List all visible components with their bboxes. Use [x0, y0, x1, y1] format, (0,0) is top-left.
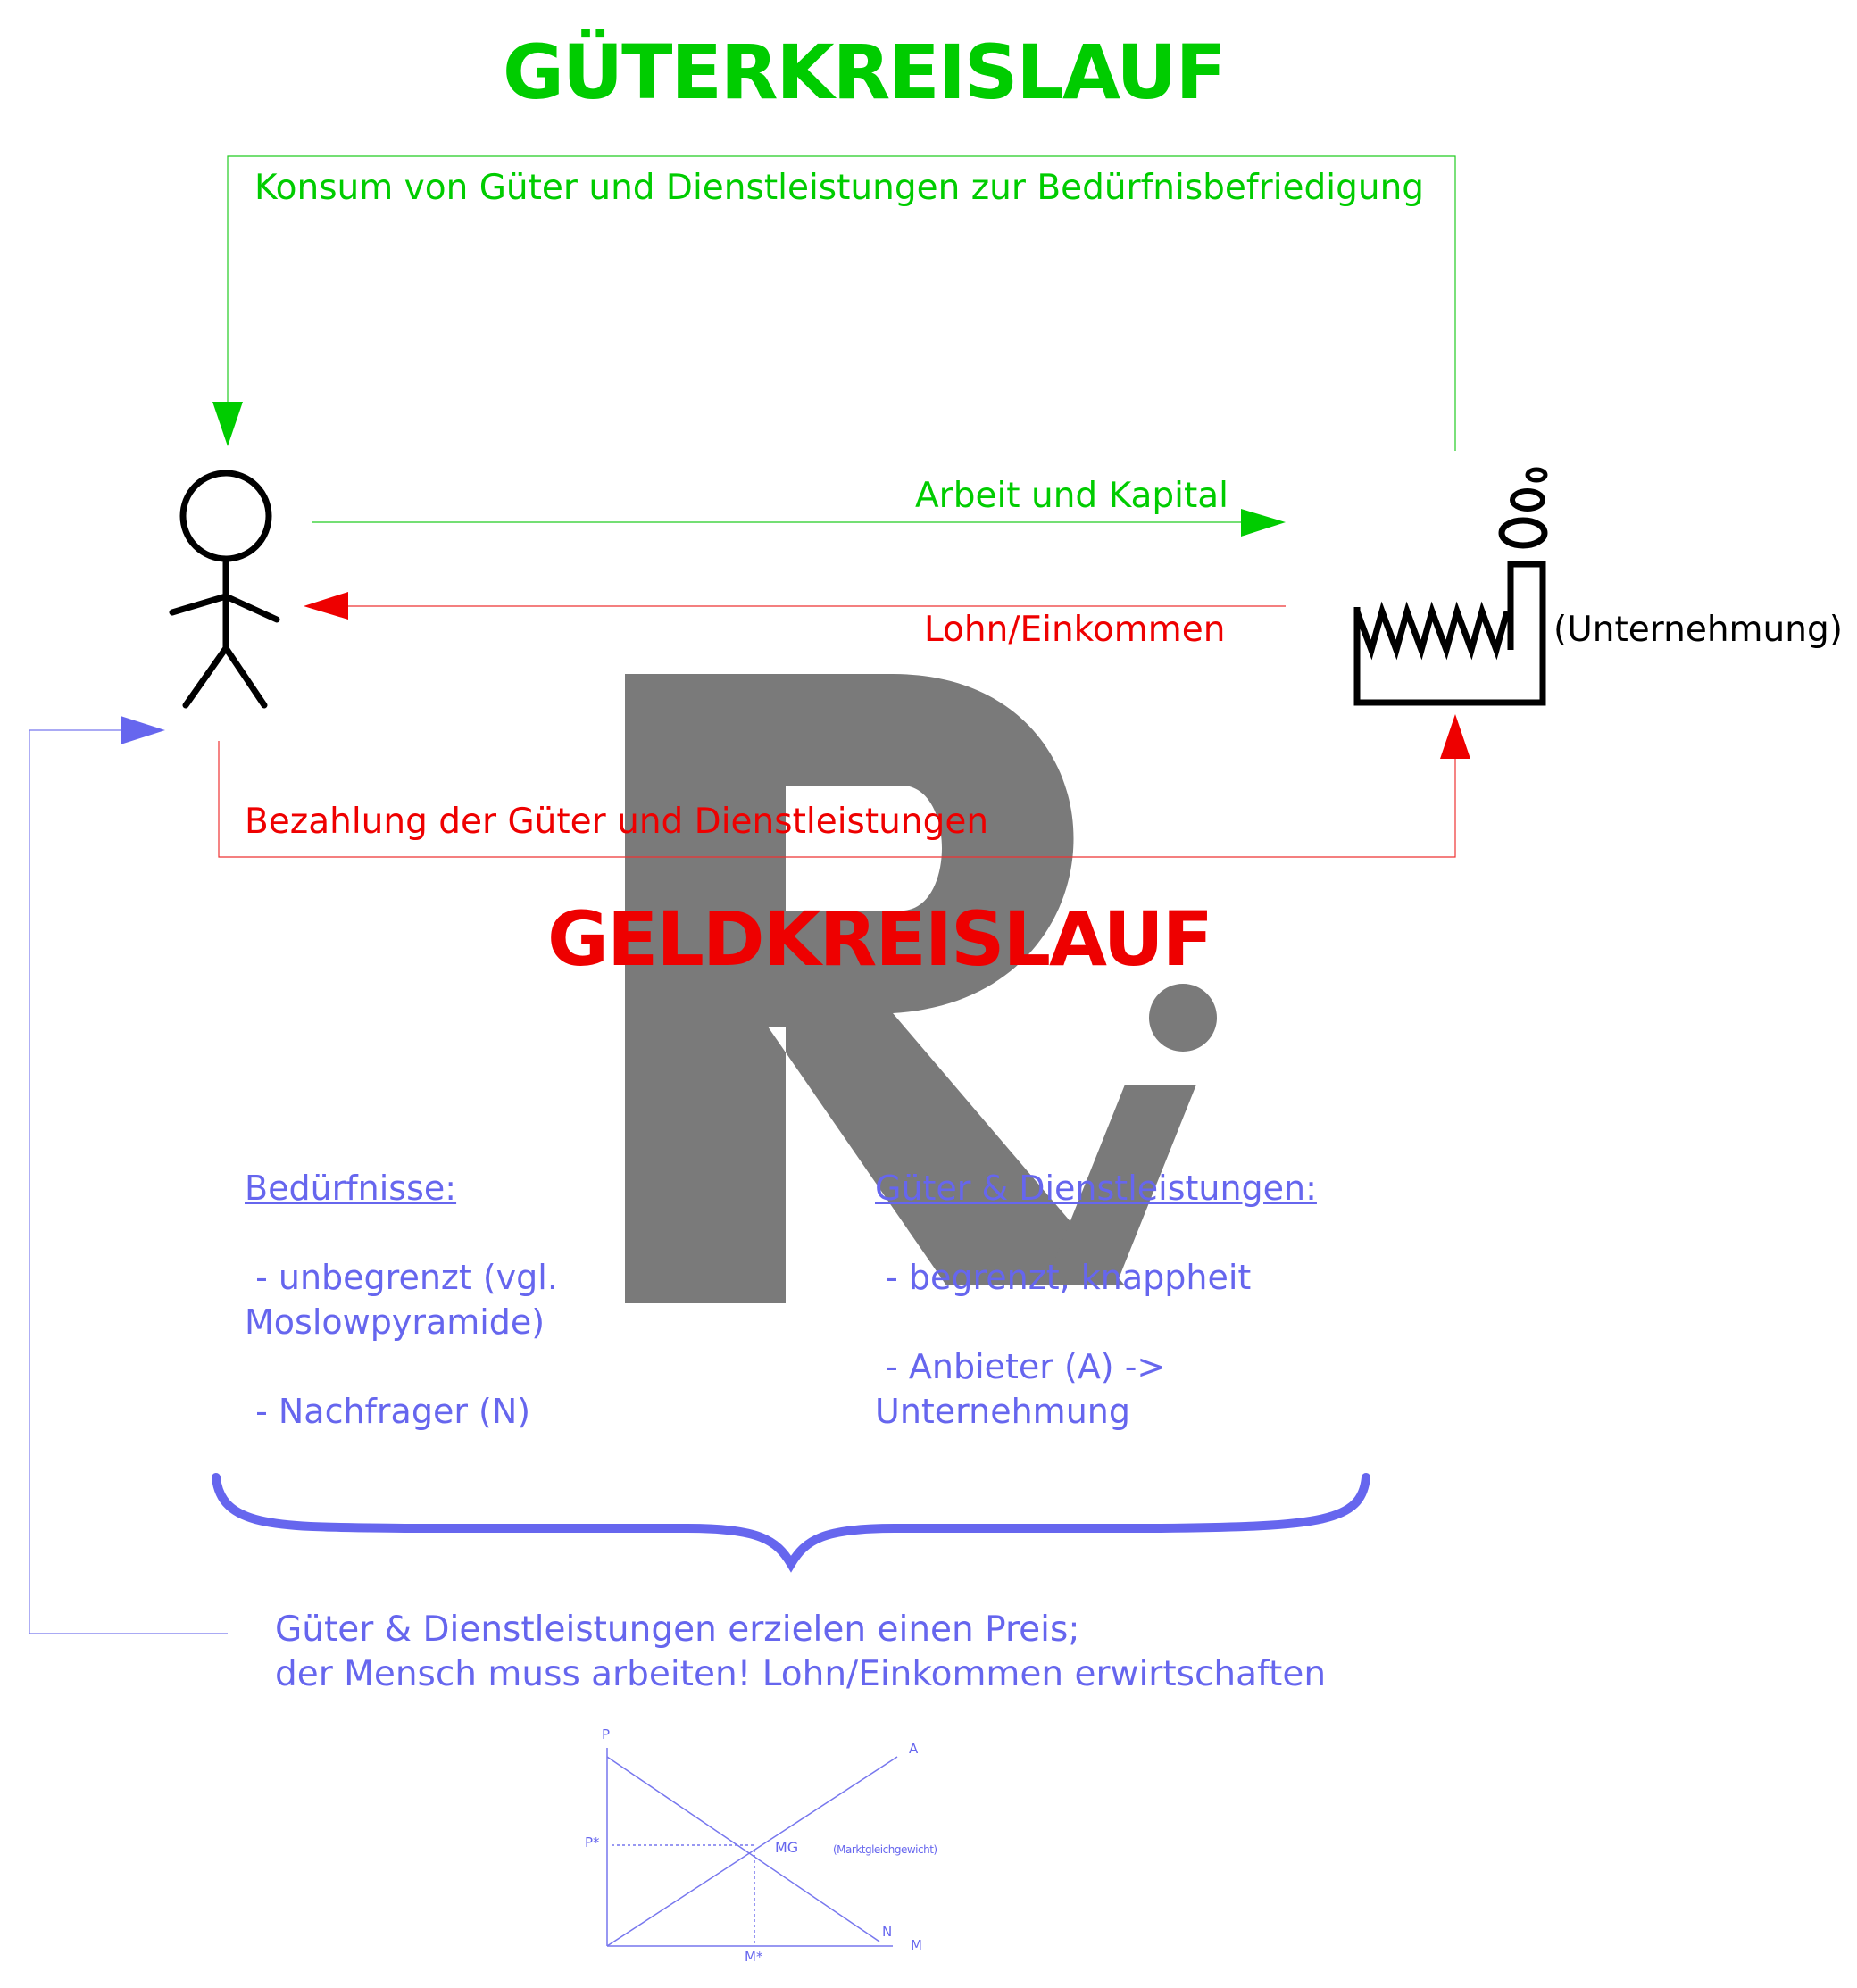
factory-icon — [1353, 467, 1548, 706]
feedback-loop-line — [29, 729, 228, 1634]
goods-cycle-title: GÜTERKREISLAUF — [503, 29, 1227, 116]
labor-capital-label: Arbeit und Kapital — [915, 476, 1228, 516]
goods-column: Güter & Dienstleistungen: - begrenzt, kn… — [875, 1166, 1317, 1434]
needs-heading: Bedürfnisse: — [245, 1169, 457, 1208]
market-qty-eq-label: M* — [745, 1949, 763, 1965]
labor-capital-arrowhead — [1241, 509, 1286, 537]
consumption-label: Konsum von Güter und Dienstleistungen zu… — [254, 168, 1425, 208]
market-eq-point-label: MG — [775, 1839, 799, 1856]
needs-point-1-line-2: Moslowpyramide) — [245, 1302, 545, 1342]
market-chart — [606, 1748, 898, 1947]
conclusion-line-1: Güter & Dienstleistungen erzielen einen … — [275, 1610, 1080, 1650]
person-icon — [169, 470, 280, 709]
market-eq-note: (Marktgleichgewicht) — [833, 1843, 937, 1856]
goods-point-2-line-2: Unternehmung — [875, 1392, 1130, 1431]
goods-loop-arrowhead — [212, 402, 243, 446]
needs-point-2: - Nachfrager (N) — [245, 1392, 531, 1431]
market-demand-line — [606, 1756, 880, 1942]
market-axis-m-label: M — [911, 1937, 922, 1953]
wage-arrowhead — [304, 592, 348, 620]
money-cycle-title: GELDKREISLAUF — [547, 895, 1213, 983]
market-supply-label: A — [909, 1741, 919, 1757]
feedback-loop-arrowhead — [121, 716, 165, 744]
payment-loop-line — [218, 741, 1456, 858]
payment-loop-arrowhead — [1440, 714, 1470, 759]
wage-label: Lohn/Einkommen — [924, 610, 1226, 650]
payment-label: Bezahlung der Güter und Dienstleistungen — [245, 802, 989, 842]
market-axis-p-label: P — [602, 1726, 611, 1743]
market-demand-label: N — [882, 1924, 893, 1940]
summary-brace — [212, 1473, 1370, 1573]
watermark-logo — [625, 674, 1217, 1303]
market-price-eq-label: P* — [585, 1834, 600, 1851]
goods-point-1: - begrenzt, knappheit — [875, 1258, 1252, 1297]
conclusion-line-2: der Mensch muss arbeiten! Lohn/Einkommen… — [275, 1654, 1327, 1694]
needs-column: Bedürfnisse: - unbegrenzt (vgl. Moslowpy… — [245, 1166, 558, 1434]
needs-point-1-line-1: - unbegrenzt (vgl. — [245, 1258, 558, 1297]
goods-loop-line — [227, 155, 1456, 451]
company-label: (Unternehmung) — [1553, 610, 1843, 650]
market-supply-line — [606, 1756, 898, 1947]
goods-point-2-line-1: - Anbieter (A) -> — [875, 1347, 1166, 1386]
goods-heading: Güter & Dienstleistungen: — [875, 1169, 1317, 1208]
